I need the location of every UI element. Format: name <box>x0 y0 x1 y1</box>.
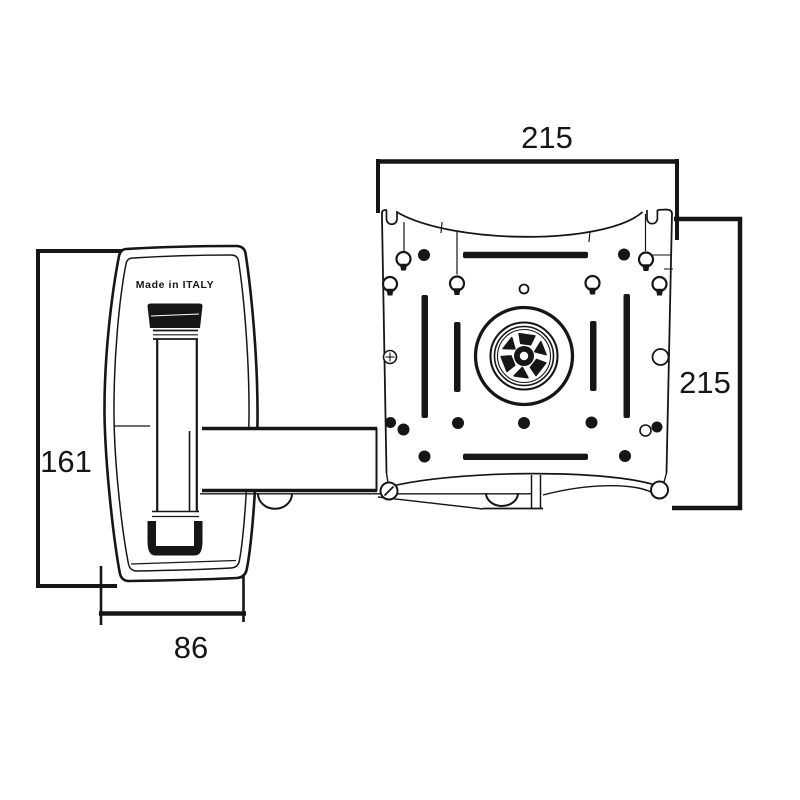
support-arm <box>189 426 378 493</box>
open-hole <box>639 424 652 437</box>
hole-dot <box>518 417 530 429</box>
dimension-bottom-depth-label: 86 <box>174 630 208 665</box>
hole-dot <box>618 248 630 261</box>
plate-top-curve <box>397 211 644 238</box>
dimension-top-width: 215 <box>376 120 679 240</box>
wall-bracket-bottom-seam <box>130 559 237 565</box>
cable-hook-right <box>485 492 519 507</box>
curve-tick <box>440 221 443 234</box>
screw-tip <box>453 288 461 295</box>
dimension-right-height-label: 215 <box>679 365 731 400</box>
wall-bracket-inner-contour <box>113 254 250 572</box>
open-holes <box>382 283 670 437</box>
column-bottom-cap-notch <box>156 521 194 546</box>
dimension-left-height: 161 <box>36 249 122 588</box>
knob-cutout <box>529 358 547 377</box>
hole-dot <box>619 450 631 462</box>
hole-dot <box>418 249 430 261</box>
keyhole-screw <box>651 275 668 296</box>
hole-dot <box>418 450 431 463</box>
knob-cutout <box>533 340 547 356</box>
swivel-column-body <box>150 302 202 557</box>
hub-center-hole <box>519 351 529 361</box>
hub-ring <box>493 325 555 387</box>
flange-lower-right-curve <box>542 484 658 497</box>
corner-hole-right <box>650 480 669 500</box>
plate-top-notch-left <box>385 210 398 226</box>
keyhole-screws <box>381 250 668 296</box>
curve-tick <box>588 230 591 243</box>
knob-cutout <box>513 366 529 379</box>
hole-dot <box>397 423 410 436</box>
hub-knob-cutouts <box>500 332 547 379</box>
knob-cutout <box>502 336 516 350</box>
vesa-slot <box>463 453 588 460</box>
column-top-cap-seam <box>150 313 200 317</box>
open-hole <box>518 283 530 295</box>
vesa-slot <box>454 322 461 392</box>
dimension-bracket <box>672 216 743 511</box>
flange-upper-curve <box>384 472 662 489</box>
screw-tip <box>588 287 597 295</box>
keyhole-screw <box>381 275 399 296</box>
plate-right-edge <box>657 208 673 474</box>
vesa-slot <box>623 294 630 418</box>
keyhole-screw <box>395 250 412 271</box>
cable-hook-left <box>257 493 293 510</box>
bottom-linkage <box>200 472 662 510</box>
support-arm-body <box>189 430 377 490</box>
screw-tip <box>655 288 664 296</box>
rotation-hub <box>473 305 575 407</box>
keyhole-screw <box>584 274 601 295</box>
screw-slot <box>383 485 395 497</box>
corner-screw-left <box>379 481 399 501</box>
dimension-top-width-label: 215 <box>521 120 573 155</box>
hole-dot <box>452 417 464 429</box>
knob-cutout <box>500 355 516 373</box>
vesa-slots <box>421 251 630 460</box>
vesa-slot <box>421 295 428 418</box>
hub-ring <box>489 321 559 391</box>
keyhole-screw <box>448 275 466 295</box>
open-hole <box>651 348 670 366</box>
dimension-bottom-depth: 86 <box>99 558 246 665</box>
cross-screw-hole <box>382 349 398 365</box>
keyhole-screw <box>637 251 655 271</box>
plate-top-notch-right <box>646 210 659 225</box>
knob-cutout <box>518 332 536 346</box>
plate-left-edge <box>381 209 388 474</box>
plate-corner-join <box>385 472 389 484</box>
column-top-cap <box>147 303 203 328</box>
vesa-slot <box>463 251 588 259</box>
made-in-italy-label: Made in ITALY <box>136 279 214 291</box>
linkage-slant-edge <box>377 496 484 510</box>
screw-tip <box>642 264 650 271</box>
hub-ring <box>496 328 552 384</box>
hole-dot <box>651 421 663 433</box>
hole-dot <box>585 416 598 429</box>
hole-dot <box>385 417 396 428</box>
vesa-plate <box>379 208 673 501</box>
screw-tip <box>399 263 408 271</box>
vesa-slot <box>590 321 597 391</box>
swivel-column <box>147 302 203 557</box>
dimension-right-height: 215 <box>672 216 743 511</box>
screw-tip <box>386 288 394 296</box>
dimension-bracket <box>36 249 122 588</box>
dimension-left-height-label: 161 <box>40 444 92 479</box>
mounting-hole-dots <box>385 248 663 463</box>
plate-corner-join <box>663 472 668 483</box>
